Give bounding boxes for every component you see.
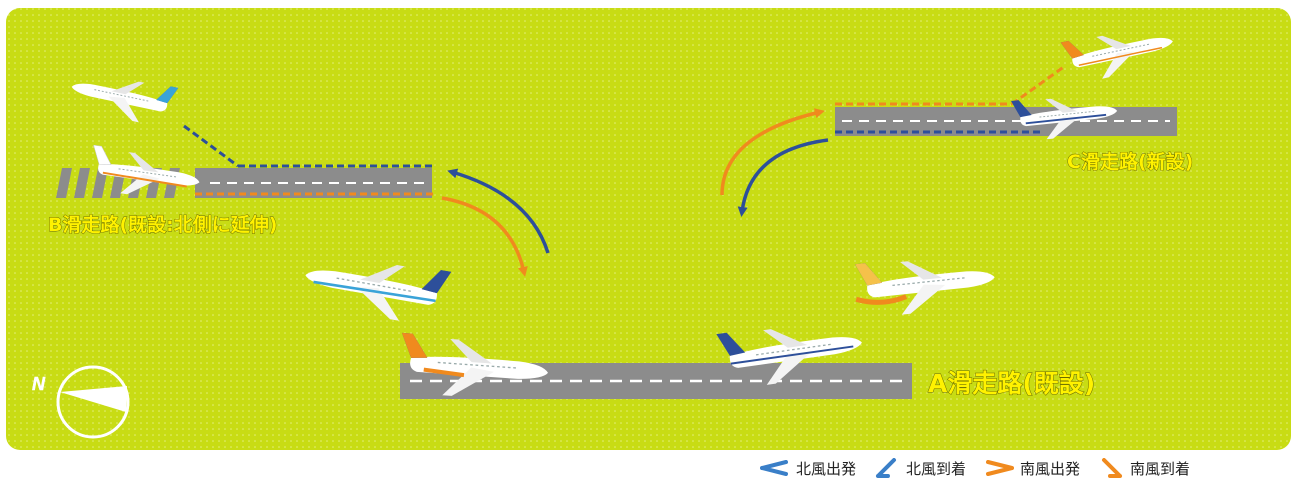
south-arrival-icon xyxy=(1102,458,1123,478)
compass-icon xyxy=(56,365,130,439)
legend: 北風出発 北風到着 南風出発 南風到着 xyxy=(760,456,1204,480)
a-to-c-south-wind-arrow xyxy=(720,108,825,196)
runway-b-north-departure-path xyxy=(183,124,239,168)
airplane-icon xyxy=(715,313,867,392)
legend-label: 北風到着 xyxy=(906,459,967,478)
airplane-icon xyxy=(87,144,204,205)
legend-item-south-departure: 南風出発 xyxy=(984,458,1080,479)
legend-item-north-departure: 北風出発 xyxy=(760,458,856,479)
airplane-icon xyxy=(299,246,452,329)
runway-c xyxy=(835,102,1177,136)
legend-label: 南風到着 xyxy=(1130,459,1191,478)
b-to-a-south-wind-arrow xyxy=(441,196,528,277)
north-departure-icon xyxy=(760,460,788,476)
runway-c-label: C滑走路(新設) xyxy=(1067,150,1193,173)
north-arrival-icon xyxy=(876,458,897,478)
airplane-icon xyxy=(1010,89,1120,144)
compass-north-label: N xyxy=(32,374,46,394)
runway-a-label: A滑走路(既設) xyxy=(928,369,1095,398)
b-to-a-north-wind-arrow xyxy=(447,168,550,254)
legend-label: 南風出発 xyxy=(1020,459,1081,478)
airplane-icon xyxy=(66,65,179,130)
legend-item-north-arrival: 北風到着 xyxy=(874,458,966,479)
runway-b-label: B滑走路(既設:北側に延伸) xyxy=(48,213,277,236)
legend-label: 北風出発 xyxy=(796,459,857,478)
c-to-a-north-wind-arrow xyxy=(737,138,829,217)
south-departure-icon xyxy=(986,460,1015,476)
airplane-icon xyxy=(1060,19,1178,87)
legend-item-south-arrival: 南風到着 xyxy=(1098,458,1190,479)
airplane-icon xyxy=(854,249,999,320)
airplane-icon xyxy=(397,332,551,404)
